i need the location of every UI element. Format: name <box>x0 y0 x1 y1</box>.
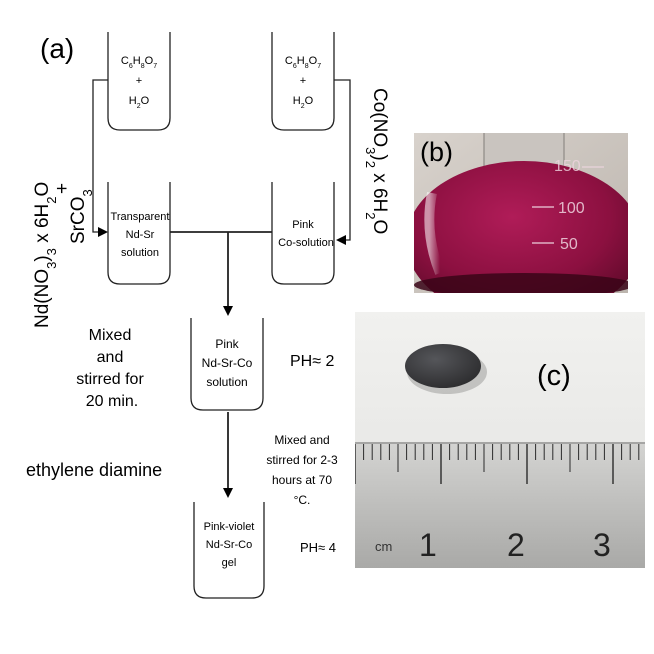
beaker-label-line: Transparent <box>111 211 170 223</box>
ph-value-first: PH≈ 2 <box>290 353 334 370</box>
beaker-label-line: Nd-Sr <box>126 229 155 241</box>
formula-citric-left: C6H8O7 <box>121 55 157 70</box>
beaker-citric-acid-right: C6H8O7 + H2O <box>271 32 335 131</box>
formula-citric-right: C6H8O7 <box>285 55 321 70</box>
beaker-nd-sr-co-gel: Pink-violet Nd-Sr-Co gel <box>193 502 265 599</box>
additive-ethylene-diamine: ethylene diamine <box>26 460 162 480</box>
pellet-sample <box>405 344 481 388</box>
beaker-label-line: Pink <box>292 219 314 231</box>
beaker-label-line: Nd-Sr-Co <box>202 356 253 370</box>
beaker-label-line: Pink <box>215 337 239 351</box>
reagent-neodymium-nitrate: Nd(NO3)3 x 6H2O <box>32 182 59 328</box>
flask-mark-150: 150 <box>554 158 581 175</box>
photo-pellet-ruler: cm 1 2 3 (c) <box>355 312 645 568</box>
beaker-nd-sr-co-solution: Pink Nd-Sr-Co solution <box>190 318 264 411</box>
step-mix-20-min: Mixed and stirred for 20 min. <box>76 327 144 410</box>
svg-text:stirred for 2-3: stirred for 2-3 <box>266 453 338 467</box>
connector-right-bracket <box>334 79 351 245</box>
beaker-co-solution: Pink Co-solution <box>271 182 335 285</box>
svg-text:Mixed and: Mixed and <box>274 433 329 447</box>
beaker-label-line: solution <box>206 375 247 389</box>
ruler-number-2: 2 <box>507 527 525 563</box>
svg-text:20 min.: 20 min. <box>86 393 138 410</box>
flask-mark-50: 50 <box>560 236 578 253</box>
step-heat-70c: Mixed and stirred for 2-3 hours at 70 °C… <box>266 433 338 507</box>
ruler <box>355 442 645 568</box>
connector-left-bracket <box>92 79 108 237</box>
svg-text:hours at 70: hours at 70 <box>272 473 332 487</box>
formula-water-left: H2O <box>129 95 150 110</box>
svg-text:stirred for: stirred for <box>76 371 144 388</box>
beaker-label-line: Pink-violet <box>204 521 255 533</box>
panel-label-a: (a) <box>40 33 74 64</box>
plus-sign: + <box>52 183 73 194</box>
ruler-number-3: 3 <box>593 527 611 563</box>
formula-water-right: H2O <box>293 95 314 110</box>
reagent-strontium-carbonate: SrCO3 <box>68 189 95 244</box>
flask-liquid <box>414 161 628 293</box>
ph-value-second: PH≈ 4 <box>300 540 336 555</box>
plus-sign: + <box>136 75 142 87</box>
beaker-label-line: gel <box>222 557 237 569</box>
photo-flask: 150 100 50 (b) <box>414 133 628 293</box>
svg-text:°C.: °C. <box>294 493 311 507</box>
beaker-label-line: Nd-Sr-Co <box>206 539 252 551</box>
ruler-number-1: 1 <box>419 527 437 563</box>
svg-text:Mixed: Mixed <box>89 327 132 344</box>
svg-text:and: and <box>97 349 124 366</box>
beaker-citric-acid-left: C6H8O7 + H2O <box>107 32 171 131</box>
beaker-nd-sr-solution: Transparent Nd-Sr solution <box>107 182 171 285</box>
flask-mark-100: 100 <box>558 200 585 217</box>
beaker-label-line: Co-solution <box>278 237 334 249</box>
beaker-label-line: solution <box>121 247 159 259</box>
ruler-unit-cm: cm <box>375 539 392 554</box>
panel-label-b: (b) <box>420 137 453 167</box>
ruler-ticks <box>355 444 640 484</box>
plus-sign: + <box>300 75 306 87</box>
panel-label-c: (c) <box>537 360 571 392</box>
reagent-cobalt-nitrate: Co(NO3)2 x 6H2O <box>364 88 391 234</box>
